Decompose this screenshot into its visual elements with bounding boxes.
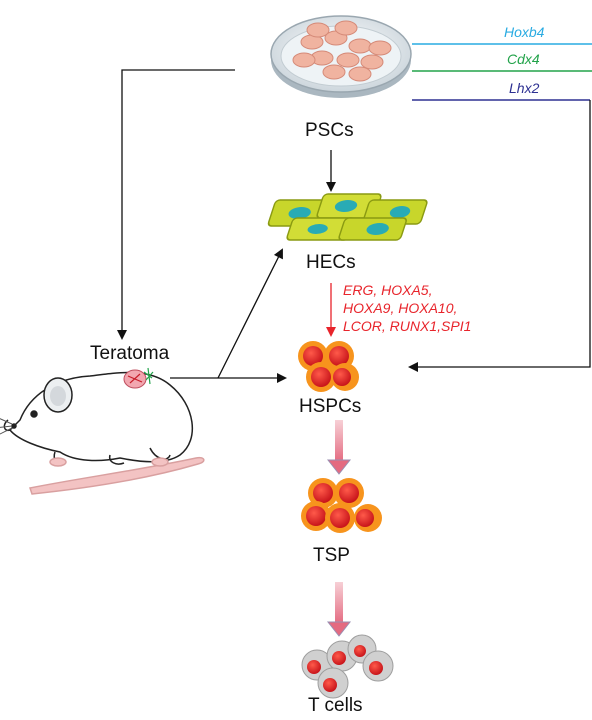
teratoma-to-hec-arrow bbox=[217, 248, 283, 379]
tsp-to-tcell-arrow bbox=[326, 582, 352, 637]
hspc-cluster bbox=[298, 341, 359, 392]
mouse-illustration bbox=[0, 371, 205, 495]
hspcs-label: HSPCs bbox=[299, 396, 362, 417]
psc-colony bbox=[336, 52, 360, 68]
gene-to-hspc-arrow bbox=[408, 100, 591, 372]
hspc-to-tsp-arrow bbox=[326, 420, 352, 475]
factor-line: LCOR, RUNX1,SPI1 bbox=[343, 318, 472, 334]
psc-colony bbox=[348, 66, 372, 82]
petri-dish bbox=[270, 15, 412, 98]
hec-cells bbox=[267, 193, 428, 241]
teratoma-tumor bbox=[123, 367, 154, 389]
psc-to-teratoma-arrow bbox=[117, 69, 235, 340]
hecs-label: HECs bbox=[306, 252, 356, 273]
tcells-label: T cells bbox=[308, 695, 363, 716]
tcell-cluster bbox=[301, 634, 394, 699]
psc-colony bbox=[348, 38, 372, 54]
psc-colonies bbox=[292, 20, 392, 82]
psc-colony bbox=[322, 64, 346, 80]
gene-label-cdx4: Cdx4 bbox=[507, 51, 540, 67]
psc-colony bbox=[292, 52, 316, 68]
gene-label-lhx2: Lhx2 bbox=[509, 80, 540, 96]
pscs-label: PSCs bbox=[305, 120, 354, 141]
gene-lines bbox=[412, 43, 592, 101]
tsp-label: TSP bbox=[313, 545, 350, 566]
tsp-cluster bbox=[301, 478, 382, 533]
teratoma-label: Teratoma bbox=[90, 343, 170, 364]
factor-line: ERG, HOXA5, bbox=[343, 282, 433, 298]
psc-colony bbox=[360, 54, 384, 70]
transcription-factors: ERG, HOXA5, HOXA9, HOXA10, LCOR, RUNX1,S… bbox=[343, 281, 471, 335]
psc-colony bbox=[368, 40, 392, 56]
gene-label-hoxb4: Hoxb4 bbox=[504, 24, 545, 40]
factor-line: HOXA9, HOXA10, bbox=[343, 300, 458, 316]
psc-colony bbox=[334, 20, 358, 36]
psc-colony bbox=[306, 22, 330, 38]
